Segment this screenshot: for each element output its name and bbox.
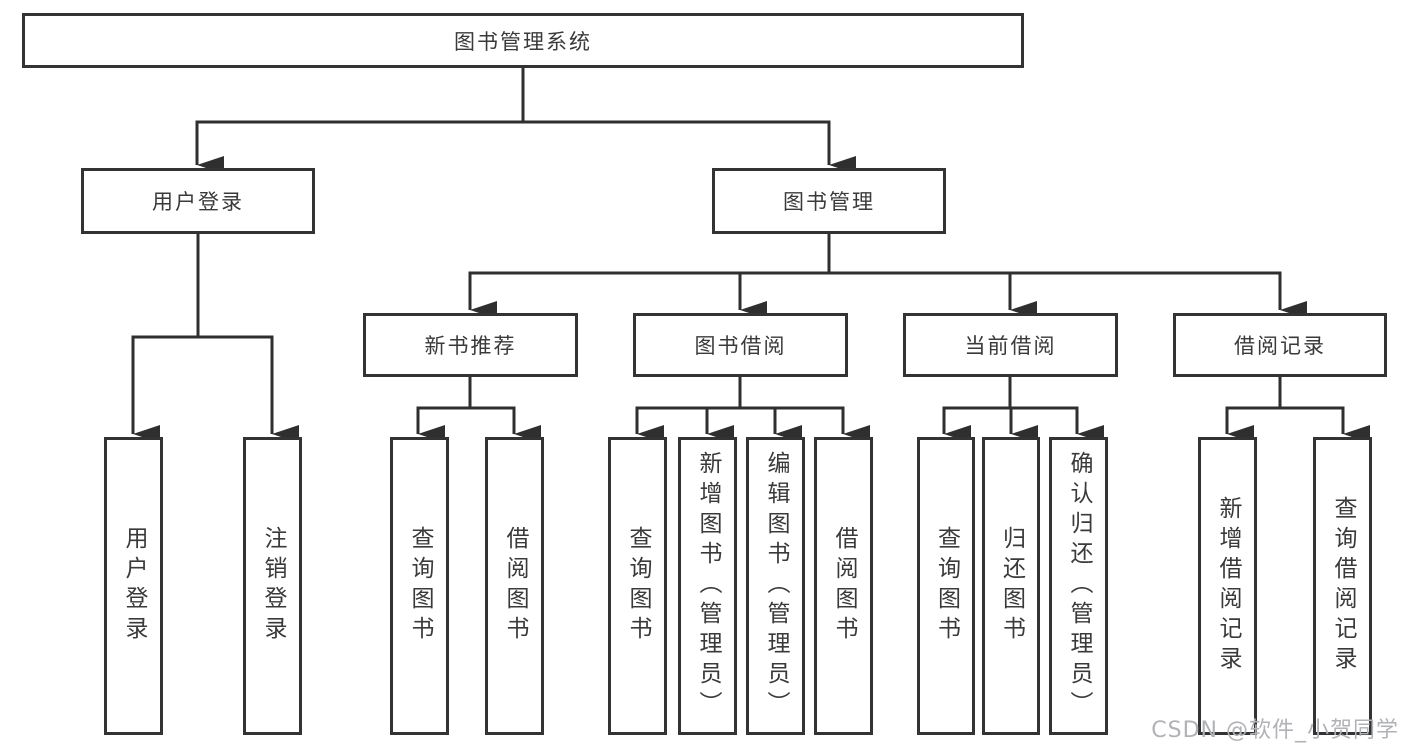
node-book-borrowing-label: 图书借阅 [694,334,787,358]
node-user-login: 用户登录 [81,168,315,234]
node-current-borrowing: 当前借阅 [903,313,1118,377]
leaf-recommend-borrow-book: 借阅图书 [485,437,544,735]
leaf-borrowing-query-book: 查询图书 [608,437,667,735]
node-user-login-label: 用户登录 [152,190,244,214]
leaf-records-query-record-label: 查询借阅记录 [1330,496,1356,676]
node-current-borrowing-label: 当前借阅 [964,334,1057,358]
node-borrowing-records: 借阅记录 [1173,313,1387,377]
node-borrowing-records-label: 借阅记录 [1234,334,1326,358]
node-book-management: 图书管理 [712,168,946,234]
leaf-records-add-record: 新增借阅记录 [1198,437,1257,735]
leaf-user-login-label: 用户登录 [121,526,147,646]
leaf-recommend-borrow-book-label: 借阅图书 [502,526,528,646]
leaf-borrowing-query-book-label: 查询图书 [625,526,651,646]
leaf-borrowing-borrow-book-label: 借阅图书 [831,526,857,646]
leaf-user-login: 用户登录 [104,437,163,735]
leaf-records-query-record: 查询借阅记录 [1313,437,1372,735]
leaf-current-return-book: 归还图书 [982,437,1040,735]
leaf-borrowing-borrow-book: 借阅图书 [814,437,873,735]
leaf-current-return-book-label: 归还图书 [998,526,1025,646]
leaf-current-query-book: 查询图书 [917,437,975,735]
leaf-logout: 注销登录 [243,437,302,735]
leaf-borrowing-add-book-admin-label: 新增图书（管理员） [695,451,721,721]
leaf-logout-label: 注销登录 [260,526,286,646]
leaf-borrowing-edit-book-admin-label: 编辑图书（管理员） [763,451,789,721]
leaf-current-query-book-label: 查询图书 [933,526,960,646]
node-new-book-recommend: 新书推荐 [363,313,578,377]
node-book-management-label: 图书管理 [783,190,875,214]
node-root: 图书管理系统 [22,13,1024,68]
leaf-borrowing-edit-book-admin: 编辑图书（管理员） [746,437,805,735]
leaf-recommend-query-book: 查询图书 [390,437,449,735]
leaf-recommend-query-book-label: 查询图书 [407,526,433,646]
leaf-current-confirm-return-admin: 确认归还（管理员） [1049,437,1108,735]
leaf-records-add-record-label: 新增借阅记录 [1215,496,1241,676]
leaf-borrowing-add-book-admin: 新增图书（管理员） [678,437,737,735]
leaf-current-confirm-return-admin-label: 确认归还（管理员） [1066,451,1092,721]
node-root-label: 图书管理系统 [454,29,592,54]
node-new-book-recommend-label: 新书推荐 [424,334,517,358]
node-book-borrowing: 图书借阅 [633,313,848,377]
